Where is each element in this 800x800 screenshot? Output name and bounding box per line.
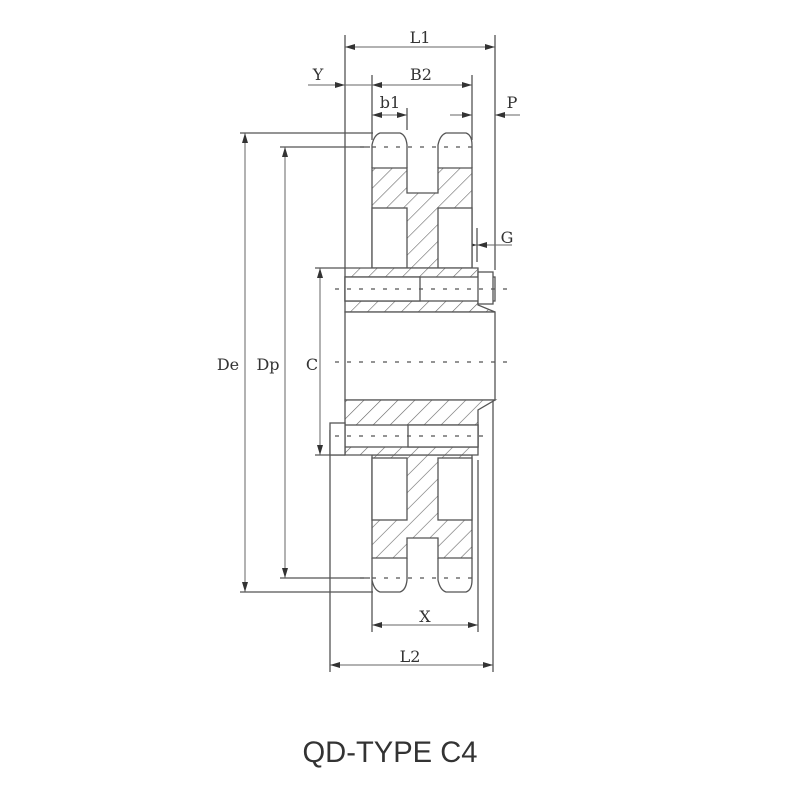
drawing-title: QD-TYPE C4 <box>303 736 478 769</box>
label-L1: L1 <box>410 28 431 47</box>
label-Y: Y <box>312 65 324 84</box>
label-P: P <box>507 93 518 112</box>
lower-sprocket-section <box>371 454 473 559</box>
upper-sprocket-section <box>371 167 473 269</box>
bushing-hub <box>329 267 498 456</box>
center-lines <box>335 146 510 579</box>
label-L2: L2 <box>400 647 421 666</box>
label-X: X <box>419 607 431 626</box>
label-G: G <box>501 228 514 247</box>
label-De: De <box>217 355 239 374</box>
label-b1: b1 <box>380 93 400 112</box>
upper-teeth <box>371 132 473 168</box>
label-B2: B2 <box>410 65 432 84</box>
label-C: C <box>306 355 318 374</box>
label-Dp: Dp <box>256 355 279 374</box>
dimension-lines <box>242 44 520 668</box>
lower-teeth <box>371 558 473 593</box>
